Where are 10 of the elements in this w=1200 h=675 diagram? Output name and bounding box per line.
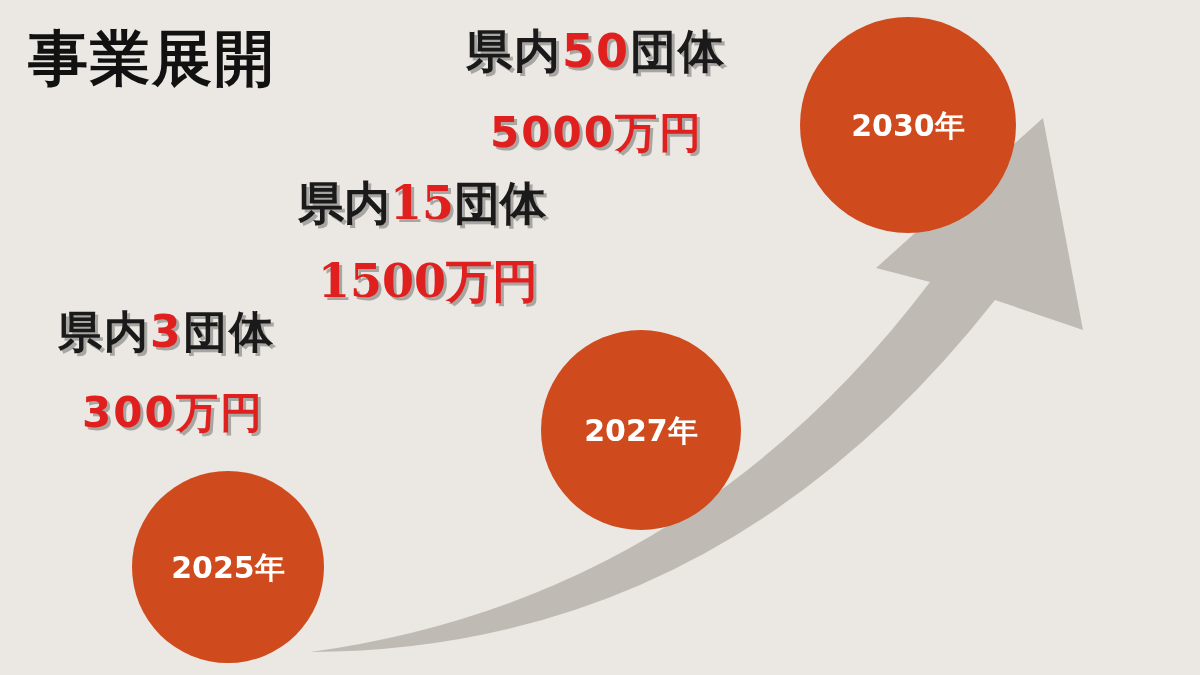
year-text: 2027年 xyxy=(584,411,698,450)
organization-count-text: 県内15団体 xyxy=(298,180,546,226)
budget-text: 5000万円 xyxy=(490,112,703,154)
year-text: 2025年 xyxy=(171,548,285,587)
organization-count-text: 県内3団体 xyxy=(58,310,275,354)
budget-text: 1500万円 xyxy=(318,258,539,304)
title: 事業展開 xyxy=(28,28,276,88)
budget-text: 300万円 xyxy=(82,392,264,434)
organization-count-text: 県内50団体 xyxy=(466,28,726,74)
year-text: 2030年 xyxy=(851,106,965,145)
